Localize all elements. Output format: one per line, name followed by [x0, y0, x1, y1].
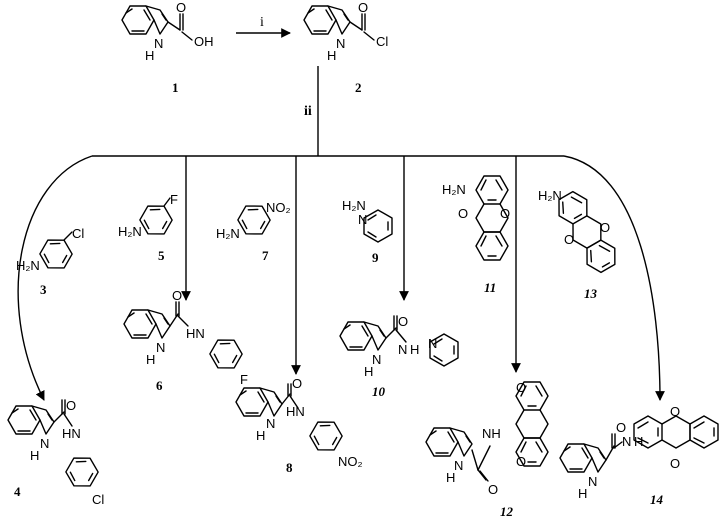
- atom-O: O: [564, 232, 574, 247]
- atom-N: N: [622, 434, 631, 449]
- compound-4: O HN Cl N H 4: [7, 398, 104, 507]
- atom-O: O: [66, 398, 76, 413]
- atom-H2N: H₂N: [216, 226, 240, 241]
- compound-5: F H₂N 5: [118, 192, 178, 263]
- atom-O: O: [398, 314, 408, 329]
- atom-O: O: [516, 380, 526, 395]
- atom-H: H: [327, 48, 336, 63]
- atom-F: F: [240, 372, 248, 387]
- atom-O: O: [488, 482, 498, 497]
- atom-N: N: [454, 458, 463, 473]
- label-5: 5: [158, 248, 165, 263]
- label-2: 2: [355, 80, 362, 95]
- atom-N: N: [428, 336, 437, 351]
- atom-O: O: [292, 376, 302, 391]
- atom-O: O: [600, 220, 610, 235]
- atom-NO2: NO₂: [338, 454, 363, 469]
- label-3: 3: [40, 282, 47, 297]
- atom-HN: HN: [286, 404, 305, 419]
- atom-N: N: [372, 352, 381, 367]
- atom-N: N: [266, 416, 275, 431]
- atom-H: H: [146, 352, 155, 367]
- compound-6: O HN F N H 6: [123, 288, 248, 393]
- label-9: 9: [372, 250, 379, 265]
- compound-7: NO₂ H₂N 7: [216, 198, 291, 263]
- label-1: 1: [172, 80, 179, 95]
- atom-H: H: [30, 448, 39, 463]
- atom-O: O: [516, 454, 526, 469]
- label-11: 11: [484, 280, 496, 295]
- arrow-to-4: [17, 155, 93, 401]
- compound-9: H₂N N 9: [342, 198, 393, 265]
- compound-2: O Cl N H 2: [303, 0, 388, 95]
- atom-H: H: [446, 470, 455, 485]
- compound-12: O O NH O N H 12: [425, 380, 549, 519]
- atom-H: H: [410, 342, 419, 357]
- atom-O: O: [358, 0, 368, 15]
- atom-O: O: [670, 456, 680, 471]
- atom-Cl: Cl: [72, 226, 84, 241]
- compound-1: O OH N H 1: [121, 0, 214, 95]
- compound-13: H₂N O O 13: [538, 186, 623, 301]
- label-13: 13: [584, 286, 598, 301]
- compound-8: O HN NO₂ N H 8: [235, 376, 363, 475]
- atom-H2N: H₂N: [442, 182, 466, 197]
- atom-H: H: [364, 364, 373, 379]
- arrow-to-14: [563, 155, 665, 401]
- atom-HN: HN: [186, 326, 205, 341]
- atom-N: N: [156, 340, 165, 355]
- compound-14: O O N H O N H 14: [559, 404, 719, 507]
- label-6: 6: [156, 378, 163, 393]
- atom-N: N: [154, 36, 163, 51]
- atom-NH: NH: [482, 426, 501, 441]
- atom-OH: OH: [194, 34, 214, 49]
- atom-N: N: [398, 342, 407, 357]
- reagent-i: i: [260, 15, 264, 30]
- atom-H2N: H₂N: [538, 188, 562, 203]
- compound-11: H₂N O O 11: [442, 175, 510, 295]
- atom-O: O: [616, 420, 626, 435]
- atom-H2N: H₂N: [118, 224, 142, 239]
- atom-H: H: [256, 428, 265, 443]
- label-12: 12: [500, 504, 514, 519]
- atom-H: H: [578, 486, 587, 501]
- atom-Cl: Cl: [376, 34, 388, 49]
- compound-3: Cl H₂N 3: [16, 226, 84, 297]
- atom-N: N: [336, 36, 345, 51]
- atom-O: O: [500, 206, 510, 221]
- atom-H2N: H₂N: [342, 198, 366, 213]
- atom-O: O: [670, 404, 680, 419]
- label-14: 14: [650, 492, 664, 507]
- atom-N: N: [40, 436, 49, 451]
- atom-HN: HN: [62, 426, 81, 441]
- atom-O: O: [458, 206, 468, 221]
- atom-NO2: NO₂: [266, 200, 291, 215]
- label-4: 4: [14, 484, 21, 499]
- atom-N: N: [588, 474, 597, 489]
- atom-H: H: [145, 48, 154, 63]
- label-7: 7: [262, 248, 269, 263]
- atom-O: O: [172, 288, 182, 303]
- atom-O: O: [176, 0, 186, 15]
- atom-H: H: [634, 434, 643, 449]
- label-10: 10: [372, 384, 386, 399]
- label-8: 8: [286, 460, 293, 475]
- reagent-ii: ii: [304, 104, 312, 119]
- atom-N: N: [358, 212, 367, 227]
- atom-H2N: H₂N: [16, 258, 40, 273]
- atom-Cl: Cl: [92, 492, 104, 507]
- atom-F: F: [170, 192, 178, 207]
- compound-10: O N H N N H 10: [339, 314, 459, 399]
